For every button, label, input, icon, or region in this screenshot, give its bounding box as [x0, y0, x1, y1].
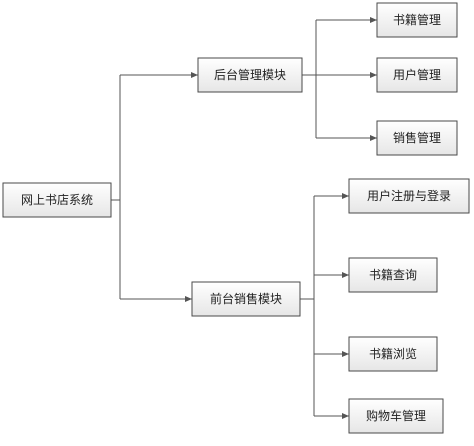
backend-connectors [302, 17, 377, 141]
leaf-node-sales-management: 销售管理 [376, 120, 458, 156]
leaf-node-sales-management-label: 销售管理 [393, 130, 441, 145]
leaf-node-cart-management: 购物车管理 [348, 398, 444, 434]
leaf-node-book-browse: 书籍浏览 [348, 336, 438, 372]
connector-frontend-trunk [300, 196, 315, 416]
leaf-node-book-management: 书籍管理 [376, 2, 458, 38]
leaf-node-user-management-label: 用户管理 [393, 67, 441, 82]
root-node-label: 网上书店系统 [21, 193, 93, 207]
module-node-frontend: 前台销售模块 [191, 281, 301, 317]
leaf-node-register-login: 用户注册与登录 [348, 178, 470, 214]
leaf-node-book-browse-label: 书籍浏览 [369, 346, 417, 361]
leaf-node-register-login-label: 用户注册与登录 [367, 188, 451, 203]
module-node-backend-label: 后台管理模块 [214, 67, 286, 82]
root-node: 网上书店系统 [2, 182, 112, 218]
leaf-node-user-management: 用户管理 [376, 57, 458, 93]
leaf-node-book-search: 书籍查询 [348, 257, 438, 293]
connector-backend-trunk [302, 20, 317, 138]
leaf-node-book-management-label: 书籍管理 [393, 12, 441, 27]
module-node-backend: 后台管理模块 [197, 57, 303, 93]
frontend-connectors [300, 193, 349, 419]
leaf-node-book-search-label: 书籍查询 [369, 267, 417, 282]
root-connectors [111, 72, 198, 302]
connector-root-trunk [111, 75, 121, 299]
leaf-node-cart-management-label: 购物车管理 [366, 408, 426, 423]
module-node-frontend-label: 前台销售模块 [210, 291, 282, 306]
